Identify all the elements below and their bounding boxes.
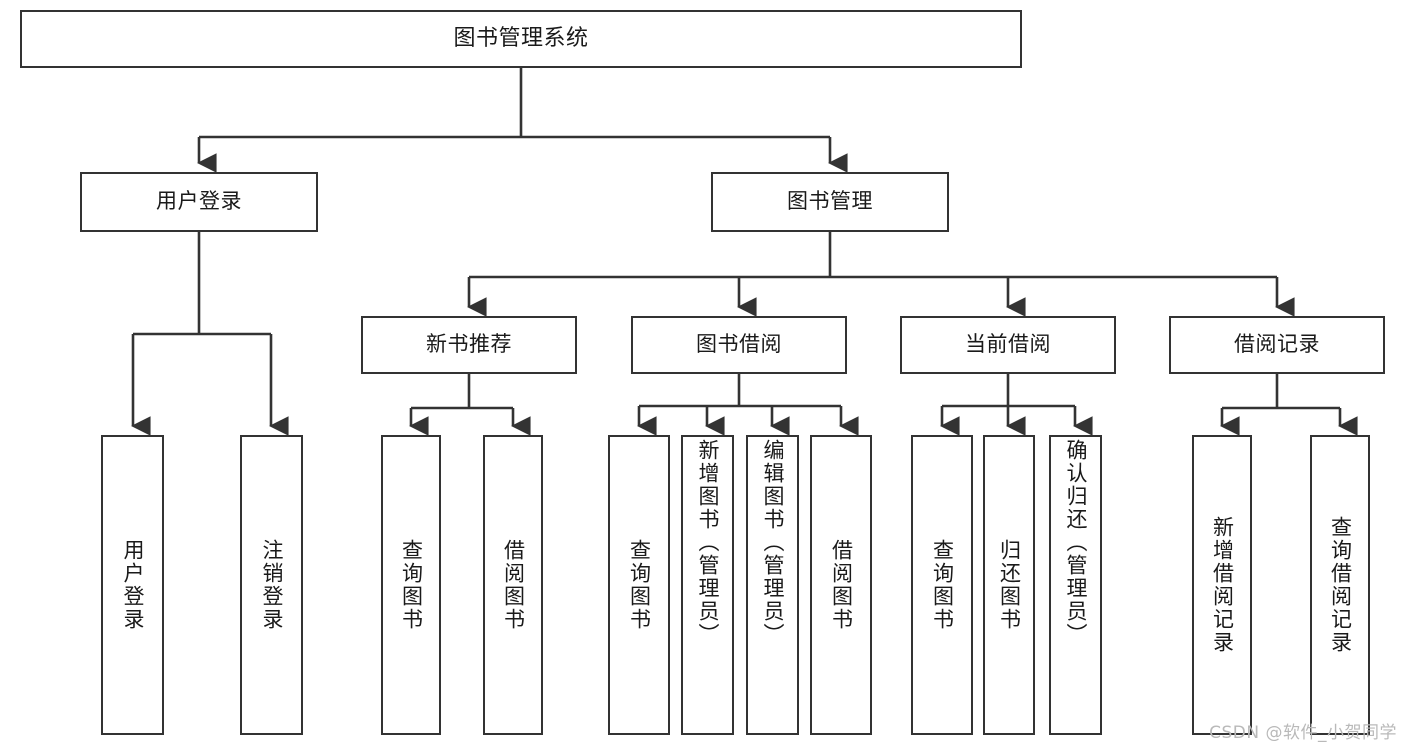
leaf-label: 借阅图书: [501, 539, 526, 631]
node-root[interactable]: 图书管理系统: [20, 10, 1022, 68]
leaf-label: 注销登录: [260, 539, 284, 631]
leaf-node-logout-login[interactable]: 注销登录: [240, 435, 303, 735]
leaf-label: 归还图书: [997, 539, 1022, 631]
leaf-label: 编辑图书（管理员）: [761, 439, 785, 646]
leaf-label: 新增借阅记录: [1210, 516, 1235, 654]
leaf-node-borrow-book-2[interactable]: 借阅图书: [810, 435, 872, 735]
leaf-label: 确认归还（管理员）: [1064, 439, 1088, 646]
leaf-label: 查询图书: [627, 539, 652, 631]
leaf-label: 查询图书: [930, 539, 955, 631]
leaf-node-query-record[interactable]: 查询借阅记录: [1310, 435, 1370, 735]
node-borrow-record[interactable]: 借阅记录: [1169, 316, 1385, 374]
node-current-borrow[interactable]: 当前借阅: [900, 316, 1116, 374]
node-new-book-recommend[interactable]: 新书推荐: [361, 316, 577, 374]
node-book-management[interactable]: 图书管理: [711, 172, 949, 232]
leaf-node-edit-book[interactable]: 编辑图书（管理员）: [746, 435, 799, 735]
leaf-node-add-record[interactable]: 新增借阅记录: [1192, 435, 1252, 735]
leaf-label: 用户登录: [121, 539, 145, 631]
leaf-label: 查询图书: [399, 539, 424, 631]
leaf-node-confirm-return[interactable]: 确认归还（管理员）: [1049, 435, 1102, 735]
leaf-node-return-book[interactable]: 归还图书: [983, 435, 1035, 735]
leaf-label: 新增图书（管理员）: [696, 439, 720, 646]
leaf-node-query-book-3[interactable]: 查询图书: [911, 435, 973, 735]
leaf-node-add-book[interactable]: 新增图书（管理员）: [681, 435, 734, 735]
csdn-watermark: CSDN @软件_小贺同学: [1209, 723, 1397, 743]
node-user-login[interactable]: 用户登录: [80, 172, 318, 232]
leaf-label: 查询借阅记录: [1328, 516, 1353, 654]
leaf-node-user-login[interactable]: 用户登录: [101, 435, 164, 735]
leaf-label: 借阅图书: [829, 539, 854, 631]
leaf-node-query-book-2[interactable]: 查询图书: [608, 435, 670, 735]
node-book-borrow[interactable]: 图书借阅: [631, 316, 847, 374]
leaf-node-borrow-book-1[interactable]: 借阅图书: [483, 435, 543, 735]
leaf-node-query-book-1[interactable]: 查询图书: [381, 435, 441, 735]
